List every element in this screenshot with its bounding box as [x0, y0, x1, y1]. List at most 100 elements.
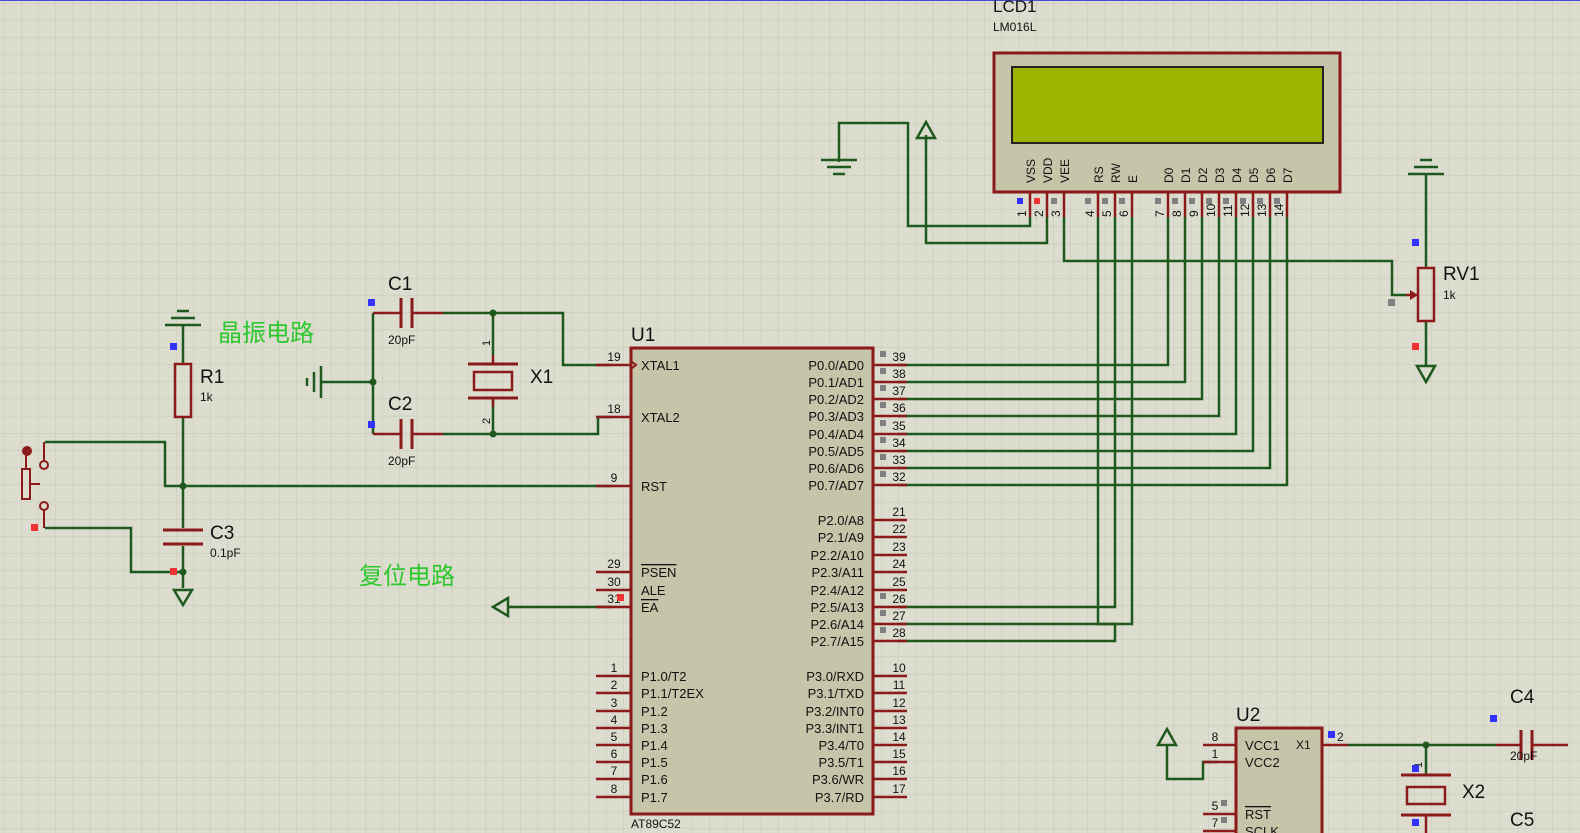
u2-body [1234, 726, 1324, 833]
mcu-pin-name: P3.2/INT0 [805, 704, 864, 719]
mcu-pin-number: 6 [611, 747, 618, 761]
mcu-pin-number: 21 [892, 505, 906, 519]
mcu-pin-name: P1.4 [641, 738, 668, 753]
mcu-pin-number: 39 [892, 350, 906, 364]
crystal-x2[interactable]: X2 1 [1401, 762, 1485, 833]
lcd-pin-name: RW [1109, 163, 1123, 183]
x1-pin-number: 2 [481, 418, 493, 424]
x2-body [1405, 785, 1447, 806]
mcu-pin-number: 19 [607, 350, 621, 364]
r1-pin-marker [170, 343, 177, 350]
capacitor-c1[interactable]: C1 20pF [368, 274, 443, 347]
crystal-x1[interactable]: X1 1 2 [468, 340, 553, 424]
mcu-pin-number: 30 [607, 575, 621, 589]
mcu-pin-number: 14 [892, 730, 906, 744]
lcd-pin-marker [1085, 198, 1091, 204]
mcu-pin-number: 35 [892, 419, 906, 433]
x2-ref-label: X2 [1462, 782, 1485, 803]
mcu-pin-marker [880, 610, 886, 616]
lcd-pin-marker [1051, 198, 1057, 204]
mcu-pin-name: P1.6 [641, 772, 668, 787]
mcu-left-pins: 19XTAL118XTAL29RST29PSEN30ALE31EA1P1.0/T… [596, 350, 704, 805]
mcu-pin-number: 7 [611, 764, 618, 778]
mcu-pin-name: P2.2/A10 [811, 548, 865, 563]
mcu-pin-name: P1.0/T2 [641, 669, 687, 684]
potentiometer-rv1[interactable]: RV1 1k [1388, 158, 1480, 385]
mcu-pin-name: P2.1/A9 [818, 530, 864, 545]
capacitor-c3[interactable]: C3 0.1pF [163, 523, 241, 575]
lcd-pin-name: VSS [1024, 159, 1038, 183]
lcd-pin-number: 12 [1238, 203, 1252, 217]
capacitor-c2[interactable]: C2 20pF [368, 394, 443, 468]
mcu-pin-name: P0.1/AD1 [808, 375, 864, 390]
lcd-pin-number: 7 [1153, 210, 1167, 217]
mcu-pin-name: XTAL1 [641, 358, 680, 373]
mcu-pin-name: PSEN [641, 565, 676, 580]
lcd-pin-number: 10 [1204, 203, 1218, 217]
lcd-pin-name: D0 [1162, 167, 1176, 183]
mcu-pin-number: 37 [892, 384, 906, 398]
lcd-pin-number: 3 [1049, 210, 1063, 217]
r1-value-label: 1k [200, 390, 214, 404]
mcu-pin-number: 3 [611, 696, 618, 710]
x2-pin-marker [1412, 765, 1419, 772]
c4-pin-marker [1490, 715, 1497, 722]
capacitor-c4[interactable]: C4 20pF [1490, 687, 1568, 763]
mcu-pin-number: 28 [892, 626, 906, 640]
mcu-pin-number: 9 [611, 471, 618, 485]
mcu-pin-number: 33 [892, 453, 906, 467]
mcu-pin-number: 8 [611, 782, 618, 796]
mcu-pin-name: P3.4/T0 [818, 738, 864, 753]
ground-icon [1408, 158, 1444, 176]
mcu-pin-name: RST [641, 479, 667, 494]
mcu-pin-number: 4 [611, 713, 618, 727]
lcd-pin-name: D3 [1213, 167, 1227, 183]
lcd-pin-name: D6 [1264, 167, 1278, 183]
mcu-pin-number: 1 [611, 661, 618, 675]
lcd-pin-marker [1274, 198, 1280, 204]
mcu-pin-number: 11 [893, 678, 906, 692]
mcu-pin-number: 2 [611, 678, 618, 692]
button-knob-icon [22, 446, 32, 456]
mcu-pin-name: P2.6/A14 [811, 617, 865, 632]
mcu-pin-marker [880, 627, 886, 633]
mcu-pin-name: P1.7 [641, 790, 668, 805]
u2-pin-name: VCC1 [1245, 738, 1280, 753]
ground-icon [305, 366, 323, 398]
u2-pin-number: 8 [1212, 730, 1219, 744]
button-pin-marker [31, 524, 38, 531]
mcu-pin-name: P1.5 [641, 755, 668, 770]
lcd-pin-marker [1155, 198, 1161, 204]
lcd-ref-label: LCD1 [993, 0, 1036, 16]
mcu-pin-number: 29 [607, 557, 621, 571]
resistor-r1[interactable]: R1 1k [170, 343, 224, 419]
ea-arrow-icon [490, 595, 510, 619]
mcu-pin-number: 22 [892, 522, 906, 536]
mcu-pin-number: 27 [892, 609, 906, 623]
lcd-module[interactable]: LCD1 LM016L VSS1VDD2VEE3RS4RW5E6D07D18D2… [992, 0, 1342, 217]
lcd-pin-marker [1257, 198, 1263, 204]
reset-button[interactable] [21, 442, 49, 531]
lcd-screen [1011, 66, 1324, 144]
mcu-pin-marker [880, 368, 886, 374]
mcu-pin-name: P0.5/AD5 [808, 444, 864, 459]
mcu-pin-name: P0.2/AD2 [808, 392, 864, 407]
ground-icon [821, 158, 857, 176]
x2-pin-marker [1412, 819, 1419, 826]
c3-value-label: 0.1pF [210, 546, 241, 560]
mcu-pin-marker [880, 402, 886, 408]
lcd-pin-number: 14 [1272, 203, 1286, 217]
u2-pin-marker [1221, 800, 1227, 806]
rv1-pin-marker [1412, 239, 1419, 246]
mcu-pin-number: 32 [892, 470, 906, 484]
lcd-pin-number: 5 [1100, 210, 1114, 217]
lcd-pin-name: RS [1092, 166, 1106, 183]
c4-value-label: 20pF [1510, 749, 1537, 763]
lcd-pins: VSS1VDD2VEE3RS4RW5E6D07D18D29D310D411D51… [1015, 157, 1295, 217]
x1-pin-number: 1 [481, 340, 493, 346]
mcu-pin-number: 38 [892, 367, 906, 381]
mcu-pin-marker [880, 437, 886, 443]
mcu-u1[interactable]: U1 AT89C52 19XTAL118XTAL29RST29PSEN30ALE… [596, 325, 907, 831]
lcd-part-label: LM016L [993, 20, 1037, 34]
